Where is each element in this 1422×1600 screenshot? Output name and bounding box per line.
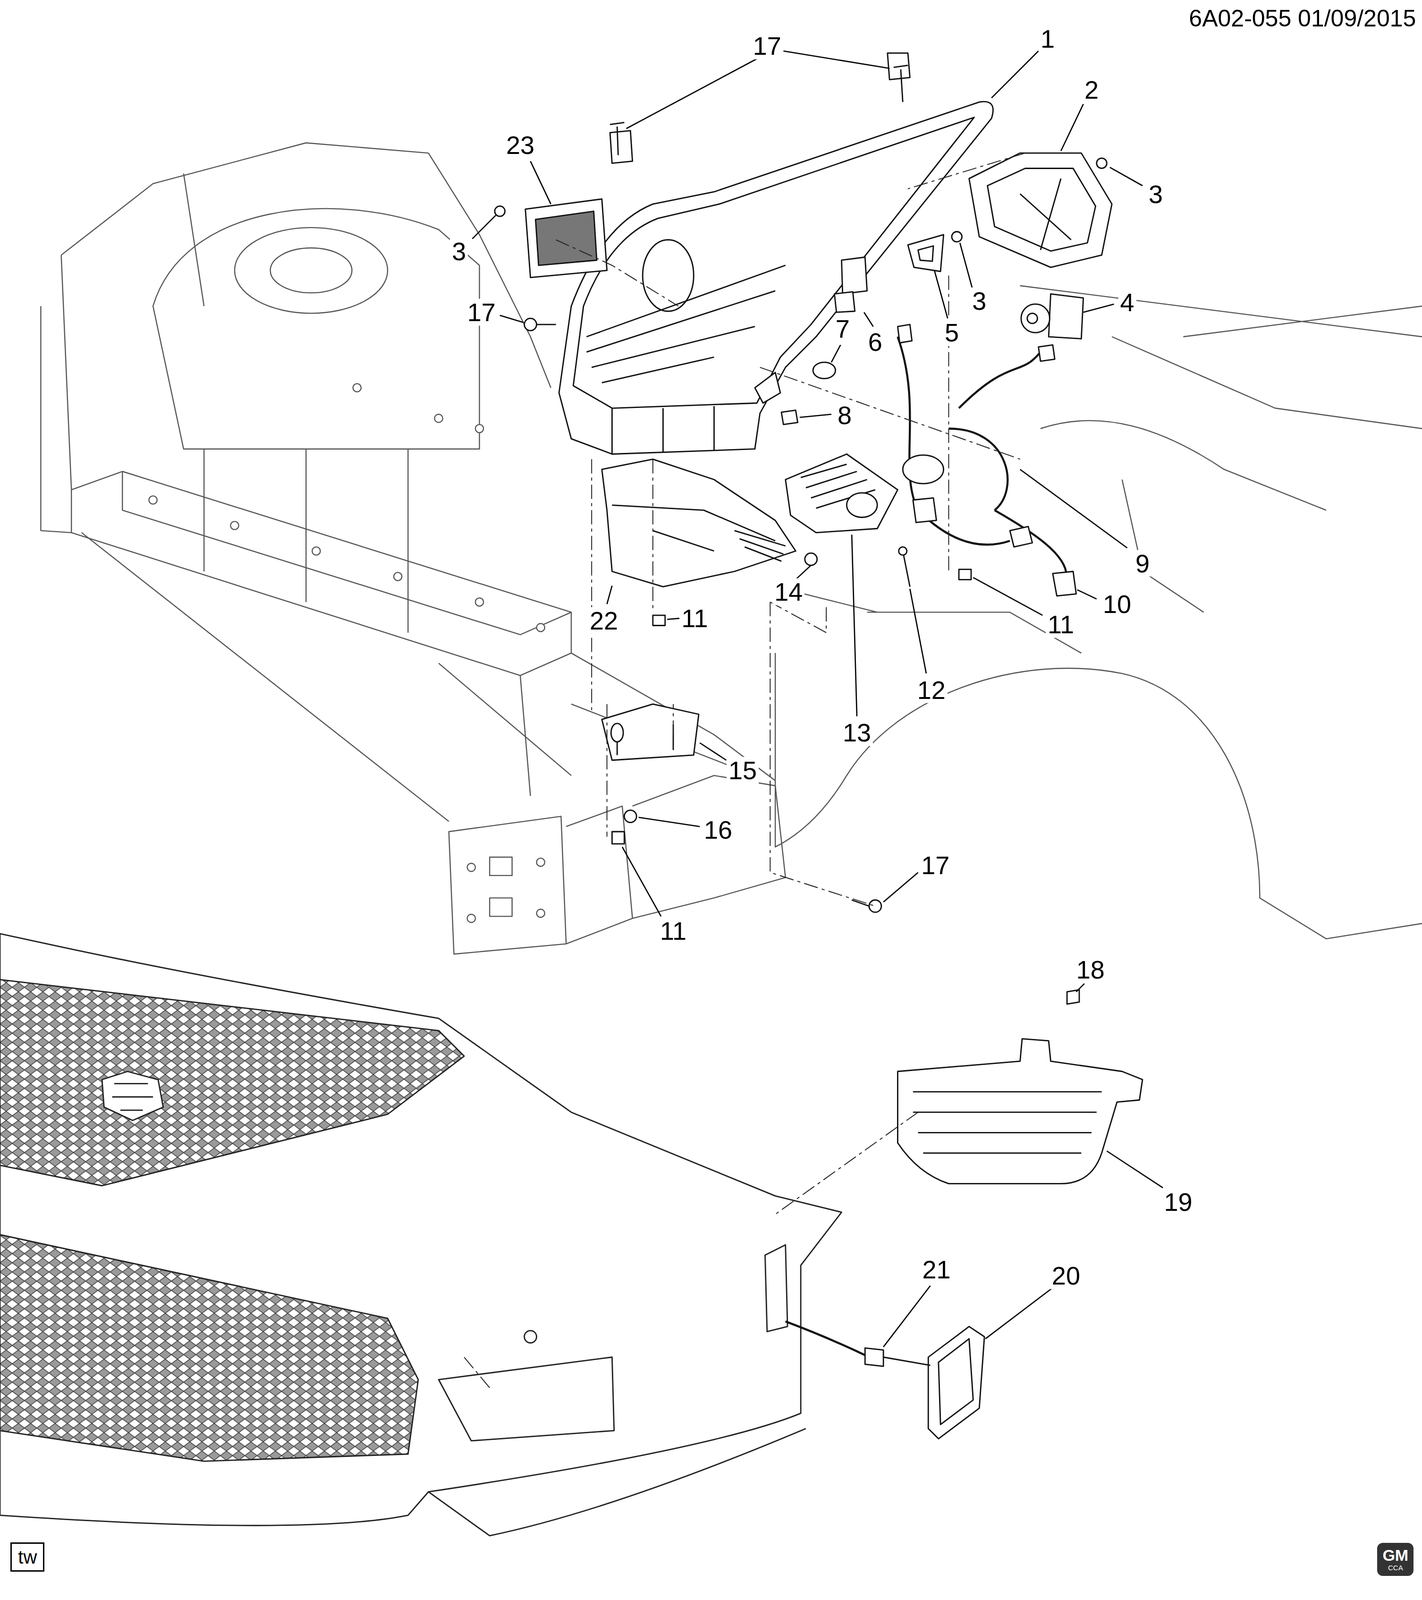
- callout-number: 17: [919, 851, 952, 879]
- callout-number: 7: [833, 314, 852, 342]
- callout-number: 10: [1100, 590, 1134, 618]
- callout-number: 3: [970, 287, 989, 315]
- drawing-number: 6A02-055 01/09/2015: [1186, 6, 1418, 32]
- logo-text: GM: [1382, 1546, 1409, 1564]
- logo-text: tw: [17, 1546, 37, 1567]
- gm-logo: GMCCA: [1377, 1542, 1414, 1576]
- callout-number: 11: [658, 916, 689, 944]
- callout-number: 6: [866, 328, 885, 356]
- callout-number: 14: [772, 578, 805, 606]
- callout-number: 9: [1133, 549, 1152, 577]
- callout-number: 15: [726, 756, 759, 784]
- callout-number: 5: [942, 319, 961, 347]
- stamp-box: tw: [10, 1541, 45, 1572]
- callout-number: 3: [1146, 180, 1165, 208]
- callout-number: 11: [1045, 610, 1076, 638]
- callout-number: 3: [449, 237, 468, 265]
- callout-number: 4: [1118, 288, 1137, 316]
- callout-number: 16: [702, 815, 735, 843]
- callout-number: 22: [587, 606, 620, 634]
- callout-number: 17: [751, 32, 784, 60]
- callout-number: 12: [915, 676, 948, 703]
- logo-text: CCA: [1388, 1563, 1404, 1572]
- callout-number: 11: [679, 604, 710, 632]
- callout-number: 19: [1162, 1188, 1195, 1216]
- callout-number: 2: [1082, 76, 1101, 104]
- callout-number: 8: [835, 401, 854, 429]
- callout-number: 17: [465, 298, 498, 326]
- callout-number: 20: [1049, 1261, 1083, 1289]
- callout-number: 18: [1074, 955, 1107, 983]
- callout-number: 1: [1038, 25, 1057, 53]
- callout-number: 13: [840, 719, 873, 746]
- callout-number: 23: [504, 131, 537, 159]
- callout-number: 21: [920, 1255, 953, 1283]
